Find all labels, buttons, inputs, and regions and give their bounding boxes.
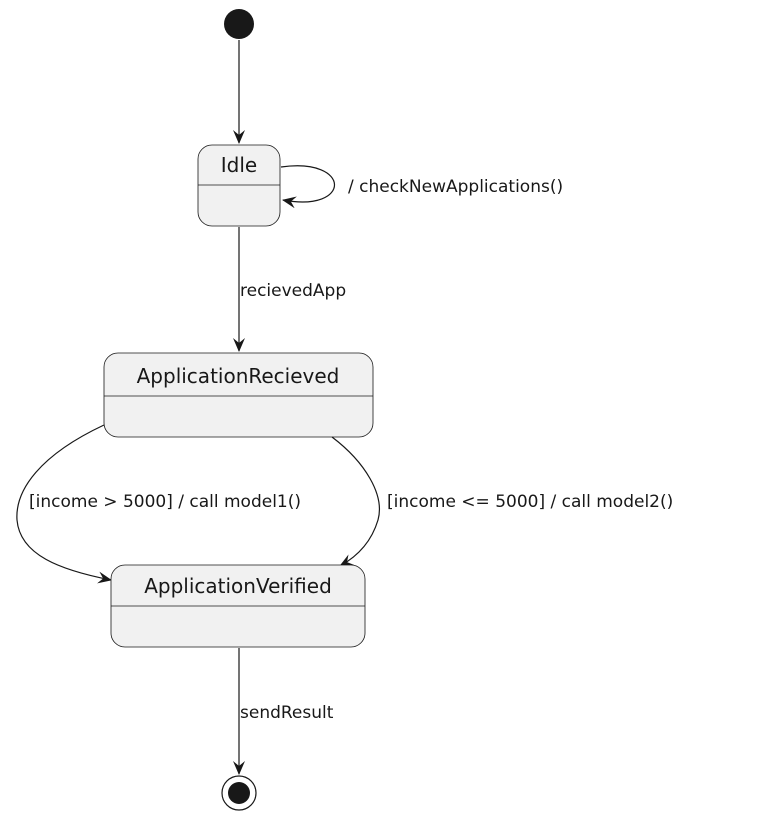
transition-high-income — [16, 424, 112, 584]
state-application-verified: ApplicationVerified — [110, 564, 366, 648]
state-application-verified-label: ApplicationVerified — [144, 574, 332, 598]
initial-state-node — [224, 9, 254, 39]
label-check-new-applications: / checkNewApplications() — [348, 177, 563, 197]
final-state-node — [221, 775, 257, 811]
label-send-result: sendResult — [240, 703, 334, 723]
transition-low-income — [331, 436, 380, 567]
label-high-income: [income > 5000] / call model1() — [29, 492, 301, 512]
state-idle-label: Idle — [221, 153, 257, 177]
label-low-income: [income <= 5000] / call model2() — [387, 492, 673, 512]
state-idle: Idle — [197, 144, 281, 227]
label-recieved-app: recievedApp — [240, 281, 346, 301]
state-application-recieved: ApplicationRecieved — [103, 352, 374, 438]
state-application-recieved-label: ApplicationRecieved — [137, 364, 340, 388]
transition-idle-self-loop — [280, 165, 335, 209]
